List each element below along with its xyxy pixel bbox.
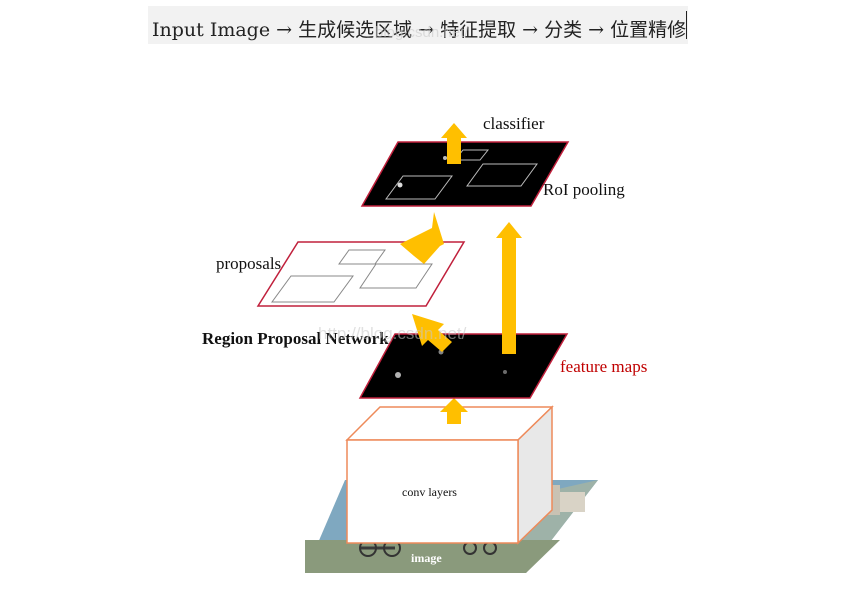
arrow-roi-to-classifier: [441, 123, 467, 164]
text-cursor: [686, 11, 687, 39]
arrow-conv-to-features: [440, 398, 468, 424]
pipeline-title: Input Image → 生成候选区域 → 特征提取 → 分类 → 位置精修: [152, 19, 687, 41]
proposals-label: proposals: [216, 254, 282, 273]
rpn-label: Region Proposal Network: [202, 329, 389, 348]
roi-pooling-label: RoI pooling: [543, 180, 625, 199]
roi-pooling-panel: [360, 141, 570, 207]
header-bar: Input Image → 生成候选区域 → 特征提取 → 分类 → 位置精修: [148, 6, 688, 44]
classifier-label: classifier: [483, 114, 545, 133]
arrow-features-to-roi: [496, 222, 522, 354]
image-label: image: [411, 551, 442, 565]
watermark-top: blog.csdn.net/: [375, 24, 469, 41]
arrow-features-to-rpn: [412, 314, 452, 352]
feature-maps-label: feature maps: [560, 357, 648, 376]
arrow-proposals-to-roi: [400, 212, 444, 264]
conv-layers-label: conv layers: [402, 485, 457, 499]
conv-layers-block: [345, 405, 554, 545]
watermark-middle: http://blog.csdn.net/: [318, 324, 467, 343]
